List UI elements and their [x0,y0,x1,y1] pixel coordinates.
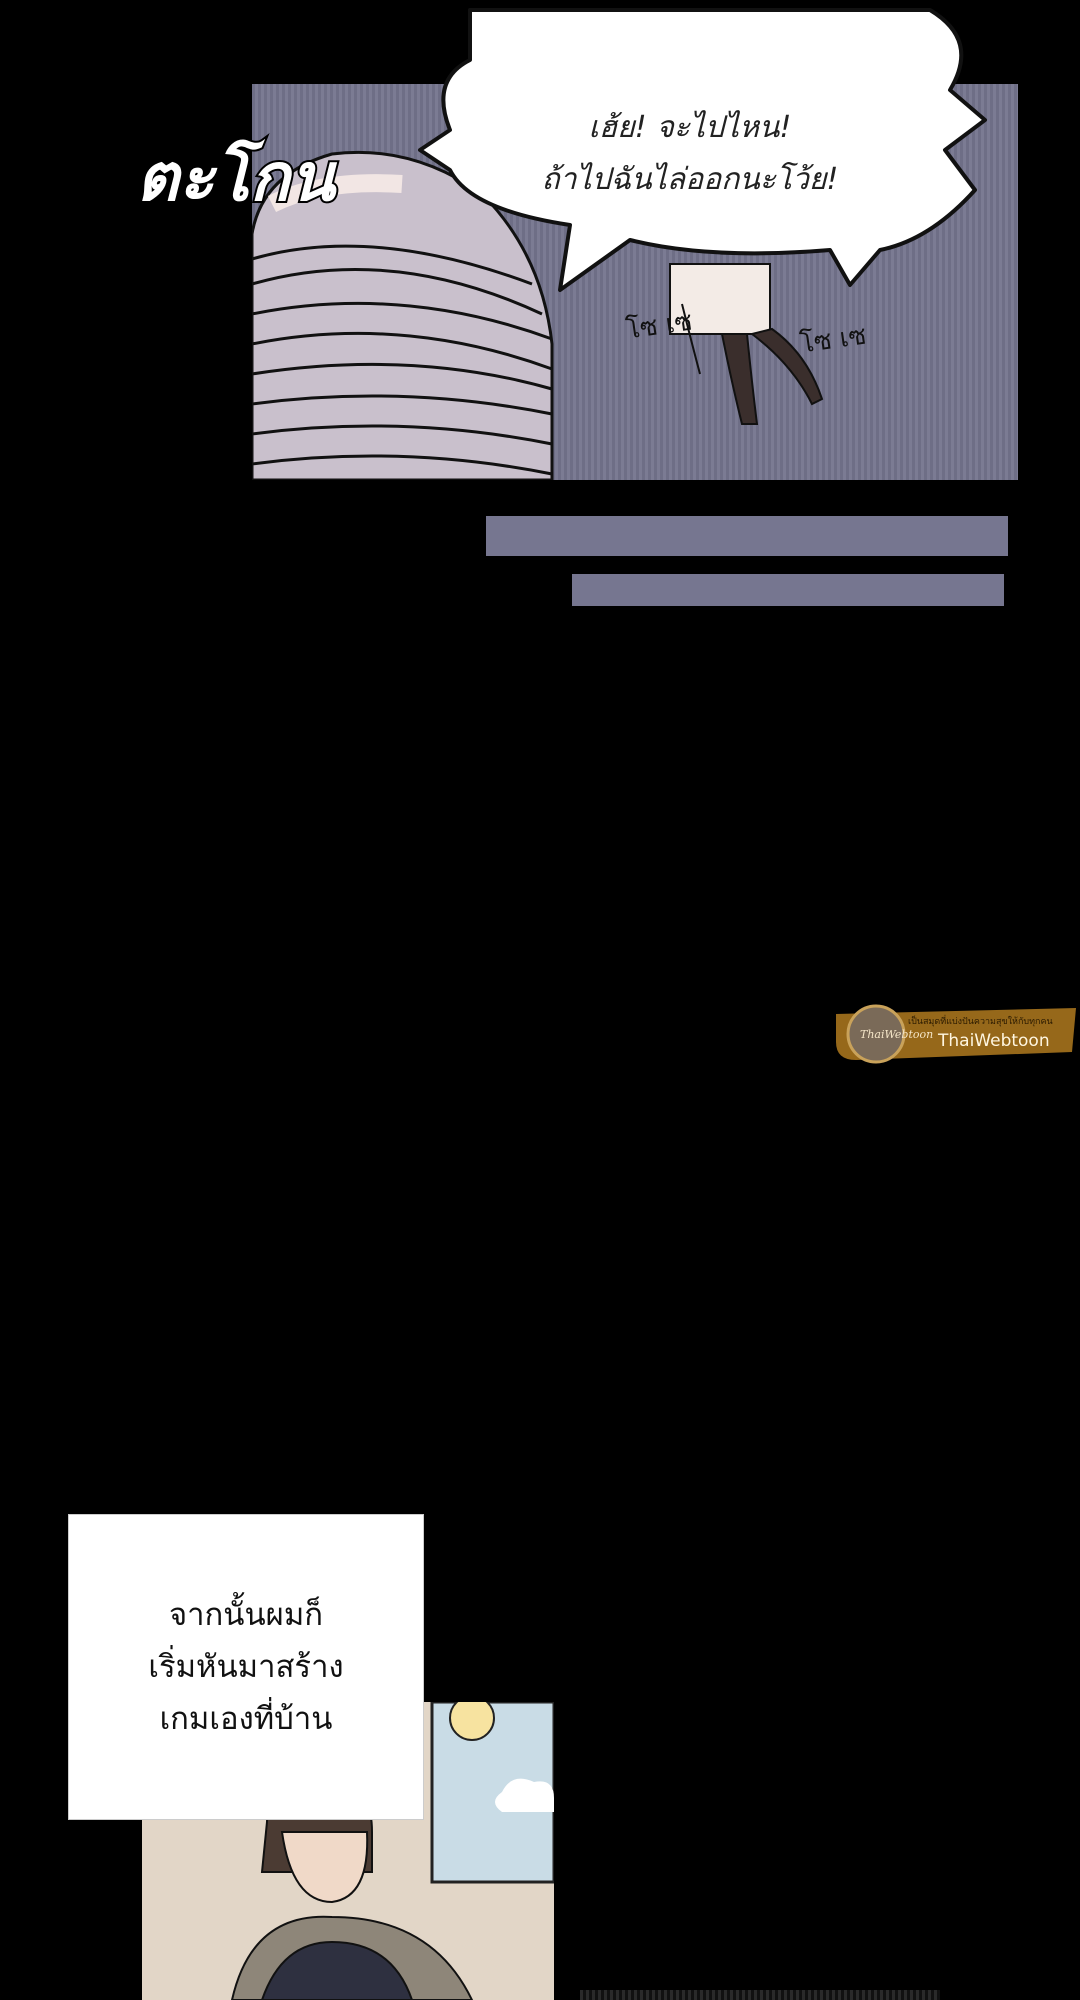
figure-leg-right [749,327,824,406]
watermark-badge: ThaiWebtoon เป็นสมุดที่แบ่งปันความสุขให้… [836,1004,1076,1064]
transition-bar-2 [572,574,1004,606]
narration-box: จากนั้นผมก็ เริ่มหันมาสร้าง เกมเองที่บ้า… [68,1514,424,1820]
character-face [280,1831,369,1904]
head-scribbles [252,244,553,476]
sfx-shout-text: ตะโกน [136,138,338,216]
speech-bubble [410,0,990,310]
narration-line-1: จากนั้นผมก็ [168,1597,324,1633]
head-highlight [267,174,403,213]
sfx-shout: ตะโกน [134,110,386,240]
watermark-brand: ThaiWebtoon [937,1031,1050,1051]
narration-line-3: เกมเองที่บ้าน [159,1701,333,1737]
narration-line-2: เริ่มหันมาสร้าง [148,1649,344,1685]
figure-leg-left [720,333,759,425]
watermark: ThaiWebtoon เป็นสมุดที่แบ่งปันความสุขให้… [836,1002,1076,1066]
speech-bubble-line-2: ถ้าไปฉันไล่ออกนะโว้ย! [541,162,839,197]
cloud-icon [495,1778,554,1812]
sun-icon [449,1702,495,1741]
figure-arm [681,303,701,375]
watermark-tagline: เป็นสมุดที่แบ่งปันความสุขให้กับทุกคน [908,1014,1053,1027]
svg-text:ThaiWebtoon: ThaiWebtoon [860,1028,933,1041]
panel-top-art [252,150,824,480]
speech-bubble-line-1: เฮ้ย! จะไปไหน! [588,110,792,145]
watermark-logo-icon [846,1004,906,1064]
character-shirt [260,1940,414,2000]
transition-bar-1 [486,516,1008,556]
speech-bubble-shape [418,8,987,292]
panel-edge-stripes [580,1990,940,2000]
sfx-shout-art: ตะโกน [134,136,340,218]
